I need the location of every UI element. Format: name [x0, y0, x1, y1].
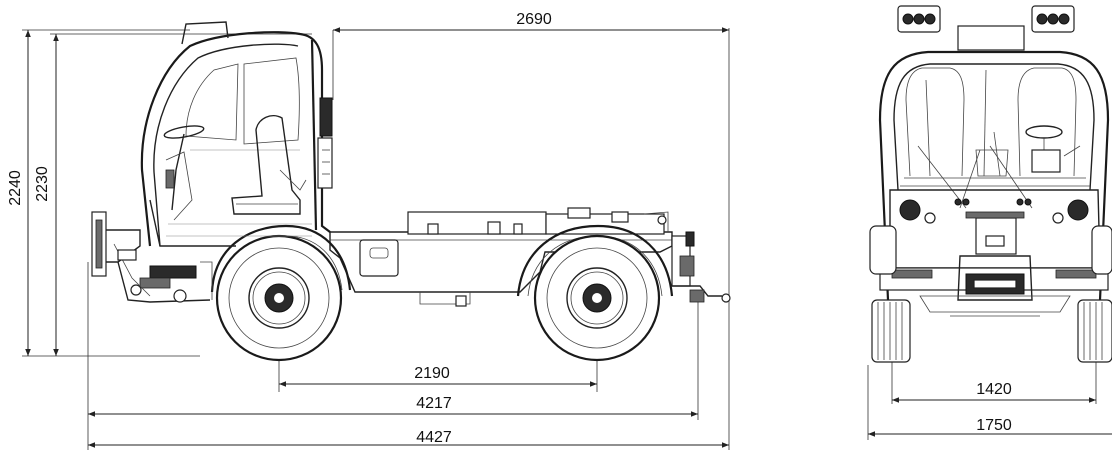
vehicle-side: [91, 21, 731, 362]
front-fender: [210, 224, 352, 293]
front-lower-tyre-right: [1077, 299, 1112, 363]
side-extension-lines: [22, 28, 730, 452]
front-cab-outline: [878, 50, 1110, 301]
front-tyre-right: [1091, 225, 1112, 275]
driver-seat: [231, 114, 301, 215]
dim-label-cab-height: 2230: [34, 166, 51, 202]
rear-wheel: [533, 234, 661, 362]
front-seat-right: [1017, 67, 1077, 177]
dim-label-body-length: 4217: [416, 395, 452, 412]
front-wheel: [215, 234, 343, 362]
dim-label-overall-length: 4427: [416, 429, 452, 446]
front-lower-tyre-left: [871, 299, 911, 363]
front-steering-wheel: [1025, 125, 1063, 139]
cab: [140, 21, 333, 247]
front-extension-lines: [867, 360, 1097, 440]
dim-label-overall-height: 2240: [7, 170, 24, 206]
rear-fender: [516, 224, 674, 297]
cab-outline: [140, 31, 331, 247]
front-tyre-left: [869, 225, 897, 275]
front-view: 1420 1750: [867, 5, 1112, 440]
dim-label-overall-width: 1750: [976, 417, 1012, 434]
dim-label-cab-to-rear: 2690: [516, 11, 552, 28]
front-implement: [91, 211, 213, 303]
steering-wheel: [163, 125, 205, 139]
dim-label-wheelbase: 2190: [414, 365, 450, 382]
cab-roof-beacon: [181, 21, 229, 45]
side-view: 2240 2230 2690 2190 4217 4427: [7, 11, 731, 452]
headlight-right: [1067, 199, 1089, 221]
side-mirror: [319, 97, 333, 137]
front-seat-left: [905, 67, 965, 177]
vehicle-front: [869, 5, 1112, 363]
cab-window: [185, 63, 239, 141]
headlight-left: [899, 199, 921, 221]
dim-label-track-width: 1420: [976, 381, 1012, 398]
rear-hitch: [643, 211, 731, 303]
